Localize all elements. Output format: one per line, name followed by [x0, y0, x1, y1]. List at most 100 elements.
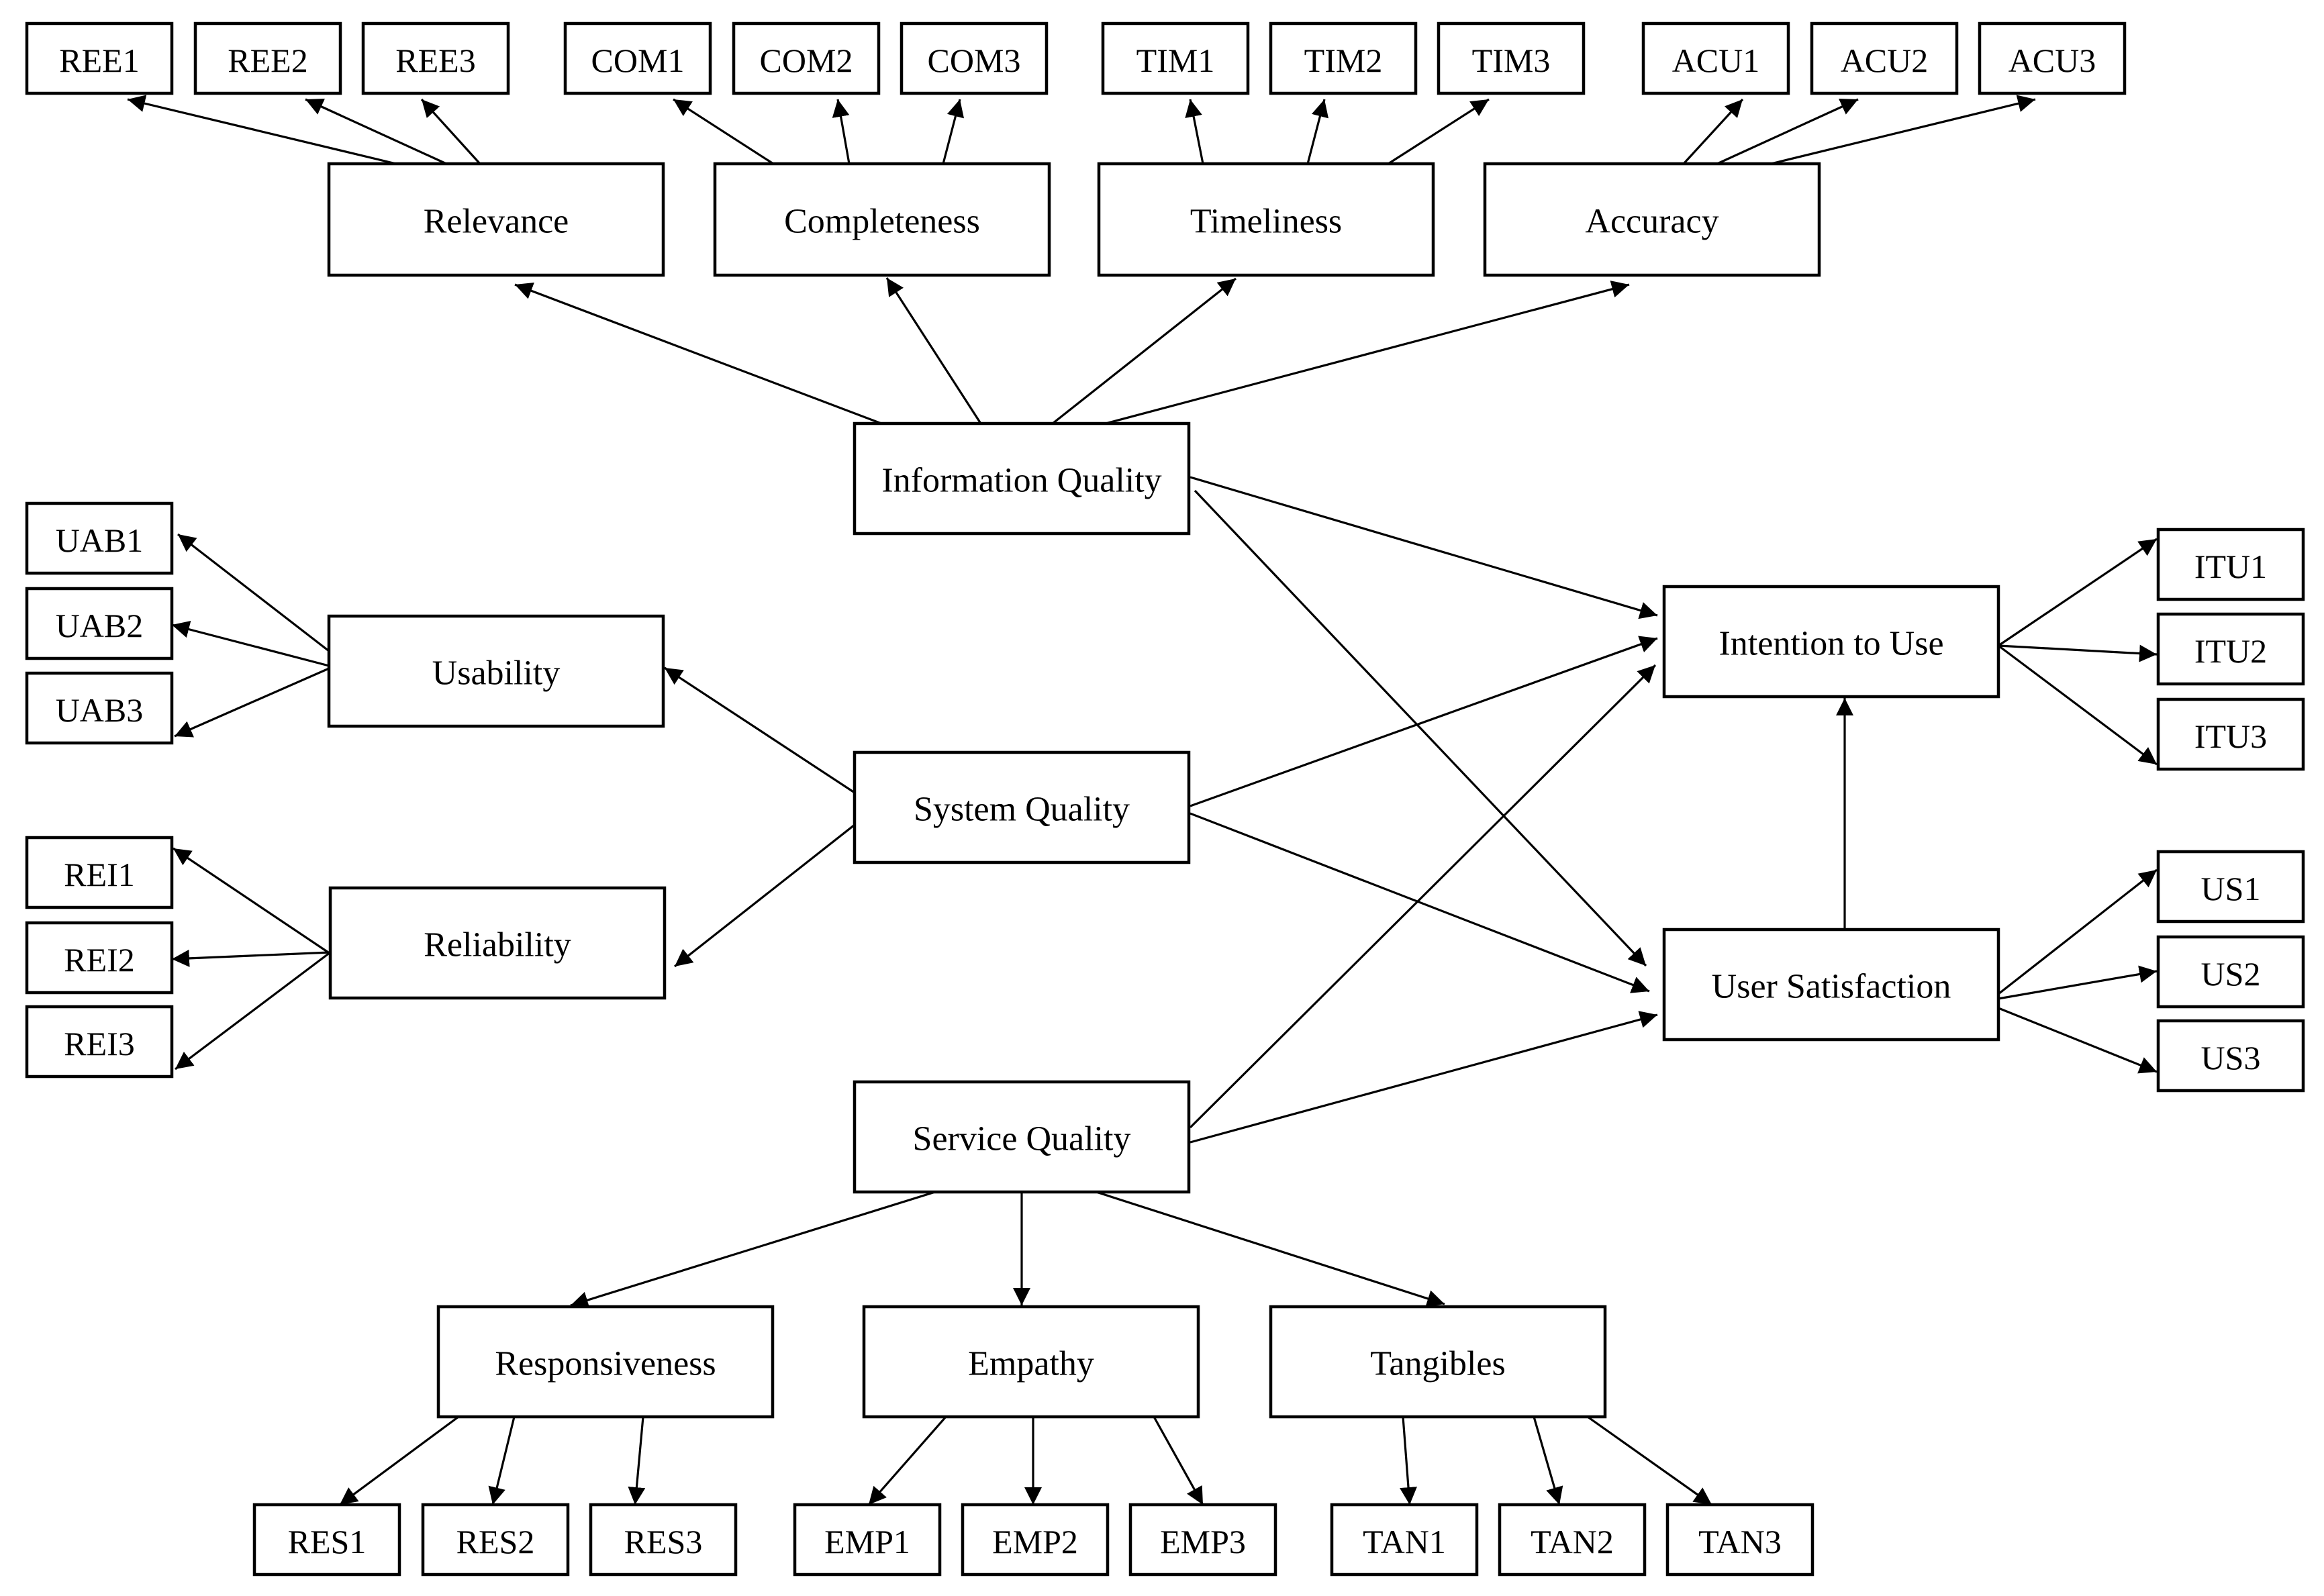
node-acu2: ACU2 [1810, 21, 1959, 95]
node-label: UAB2 [56, 607, 144, 644]
node-itu3: ITU3 [2156, 697, 2305, 771]
node-box [900, 21, 1049, 95]
node-box [853, 421, 1191, 536]
arrow-service-quality-to-responsiveness [570, 1191, 936, 1309]
node-service-quality: Service Quality [853, 1080, 1191, 1194]
node-label: RES1 [288, 1523, 367, 1560]
node-box [1483, 162, 1821, 277]
arrow-usability-to-uab2 [171, 620, 330, 667]
node-ree3: REE3 [361, 21, 510, 95]
node-label: Empathy [968, 1345, 1094, 1383]
node-user-satisfaction: User Satisfaction [1662, 928, 2000, 1042]
node-box [1662, 928, 2000, 1042]
arrow-info-quality-to-intention-to-use [1190, 476, 1658, 619]
node-tan2: TAN2 [1498, 1503, 1647, 1577]
node-box [793, 1503, 942, 1577]
node-usability: Usability [327, 614, 665, 728]
node-label: REI3 [64, 1025, 135, 1062]
arrow-responsiveness-to-res2 [488, 1416, 516, 1505]
node-label: ACU3 [2008, 42, 2096, 79]
node-label: RES3 [624, 1523, 703, 1560]
node-box [732, 21, 881, 95]
node-box [862, 1305, 1200, 1419]
node-itu1: ITU1 [2156, 528, 2305, 601]
arrow-responsiveness-to-res1 [339, 1415, 459, 1506]
arrow-intention-to-use-to-itu3 [1998, 644, 2158, 766]
node-emp3: EMP3 [1128, 1503, 1277, 1577]
node-us2: US2 [2156, 935, 2305, 1009]
arrow-empathy-to-emp3 [1153, 1416, 1204, 1505]
node-completeness: Completeness [713, 162, 1051, 277]
arrow-info-quality-to-relevance [514, 283, 882, 425]
node-box [25, 501, 174, 575]
node-box [1978, 21, 2127, 95]
node-label: User Satisfaction [1712, 968, 1951, 1006]
arrow-user-satisfaction-to-us1 [1998, 868, 2158, 995]
node-itu2: ITU2 [2156, 612, 2305, 686]
node-box [853, 1080, 1191, 1194]
edges-layer [127, 95, 2158, 1506]
node-box [713, 162, 1051, 277]
node-rei3: REI3 [25, 1005, 174, 1079]
node-box [25, 21, 174, 95]
node-label: TIM2 [1304, 42, 1383, 79]
node-box [853, 750, 1191, 864]
node-box [25, 671, 174, 745]
node-box [1269, 1305, 1607, 1419]
arrow-timeliness-to-tim1 [1185, 99, 1204, 164]
node-label: ACU2 [1841, 42, 1929, 79]
arrow-accuracy-to-acu2 [1716, 98, 1859, 165]
arrow-reliability-to-rei1 [173, 847, 331, 955]
node-label: COM1 [591, 42, 685, 79]
node-box [25, 836, 174, 909]
arrow-completeness-to-com2 [832, 99, 851, 164]
arrow-reliability-to-rei3 [175, 951, 331, 1070]
node-box [2156, 612, 2305, 686]
node-tangibles: Tangibles [1269, 1305, 1607, 1419]
node-label: TAN2 [1531, 1523, 1614, 1560]
node-res1: RES1 [252, 1503, 401, 1577]
node-label: COM3 [928, 42, 1021, 79]
arrow-reliability-to-rei2 [171, 949, 331, 967]
node-empathy: Empathy [862, 1305, 1200, 1419]
arrow-system-quality-to-usability [664, 666, 855, 794]
node-intention-to-use: Intention to Use [1662, 585, 2000, 699]
node-label: US3 [2201, 1039, 2261, 1077]
arrow-relevance-to-ree2 [305, 98, 447, 165]
arrow-relevance-to-ree1 [127, 95, 397, 165]
arrow-accuracy-to-acu1 [1682, 98, 1744, 165]
node-label: Reliability [424, 926, 571, 964]
node-label: Service Quality [913, 1120, 1131, 1158]
node-rei1: REI1 [25, 836, 174, 909]
node-box [328, 886, 667, 1000]
node-box [2156, 850, 2305, 924]
node-box [421, 1503, 570, 1577]
node-box [1641, 21, 1790, 95]
arrow-tangibles-to-tan1 [1400, 1416, 1417, 1505]
arrow-empathy-to-emp1 [867, 1415, 947, 1506]
node-box [2156, 697, 2305, 771]
node-label: Intention to Use [1718, 625, 1943, 663]
arrow-accuracy-to-acu3 [1770, 95, 2036, 165]
node-box [1330, 1503, 1479, 1577]
arrow-system-quality-to-reliability [674, 824, 855, 968]
node-label: REE3 [395, 42, 475, 79]
node-label: Timeliness [1190, 203, 1342, 241]
arrow-service-quality-to-intention-to-use [1189, 664, 1657, 1129]
node-box [1128, 1503, 1277, 1577]
node-ree2: REE2 [193, 21, 342, 95]
node-label: US2 [2201, 955, 2261, 993]
node-label: ITU3 [2194, 717, 2267, 755]
node-relevance: Relevance [327, 162, 665, 277]
node-box [25, 587, 174, 660]
node-box [361, 21, 510, 95]
node-box [2156, 528, 2305, 601]
node-label: ACU1 [1672, 42, 1760, 79]
node-box [436, 1305, 775, 1419]
node-box [1101, 21, 1250, 95]
node-label: EMP1 [824, 1523, 910, 1560]
node-label: TAN1 [1363, 1523, 1446, 1560]
node-label: TIM3 [1472, 42, 1551, 79]
